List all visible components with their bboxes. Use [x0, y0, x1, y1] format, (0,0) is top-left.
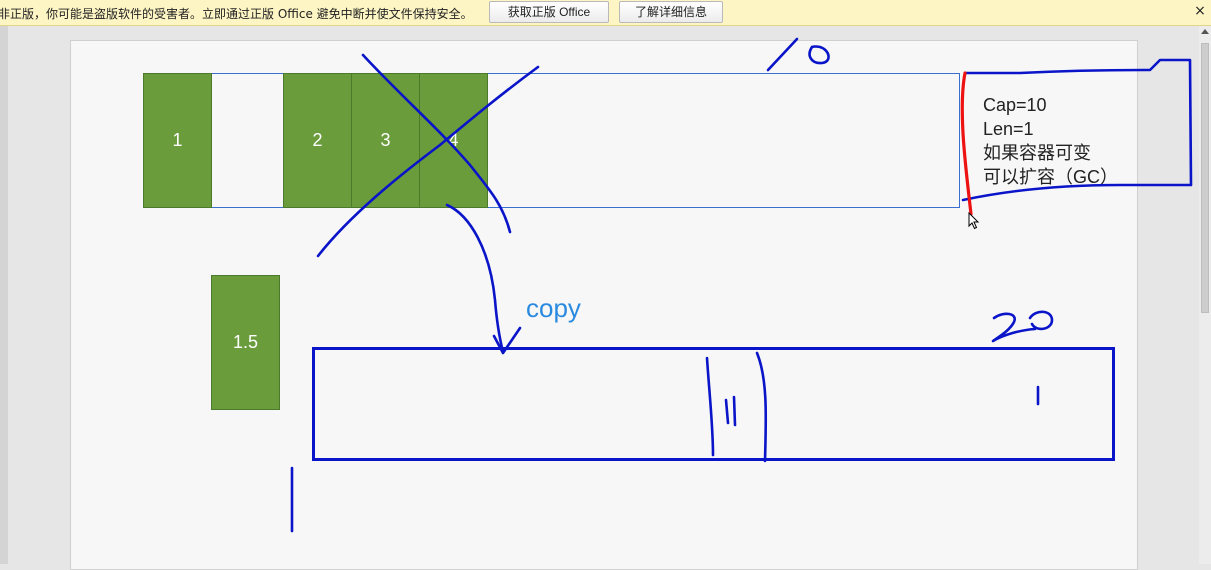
- learn-more-button[interactable]: 了解详细信息: [619, 1, 723, 23]
- array-cell-3[interactable]: 3: [351, 73, 420, 208]
- notification-message: 非正版，你可能是盗版软件的受害者。立即通过正版 Office 避免中断并使文件保…: [0, 7, 473, 21]
- vertical-scrollbar[interactable]: [1199, 26, 1211, 564]
- variable-container-line: 如果容器可变: [983, 143, 1091, 163]
- array-container[interactable]: [143, 73, 960, 208]
- capacity-info-text[interactable]: Cap=10 Len=1 如果容器可变 可以扩容（GC）: [983, 93, 1118, 189]
- array-cell-2[interactable]: 2: [283, 73, 352, 208]
- new-array-box: [312, 347, 1115, 461]
- scrollbar-thumb[interactable]: [1201, 43, 1209, 313]
- mouse-cursor-icon: [968, 212, 980, 230]
- scroll-up-icon[interactable]: [1201, 29, 1209, 34]
- array-cell-4[interactable]: 4: [419, 73, 488, 208]
- len-line: Len=1: [983, 119, 1034, 139]
- moved-cell[interactable]: 1.5: [211, 275, 280, 410]
- array-cell-1[interactable]: 1: [143, 73, 212, 208]
- cap-line: Cap=10: [983, 95, 1047, 115]
- get-genuine-office-button[interactable]: 获取正版 Office: [489, 1, 609, 23]
- close-icon[interactable]: ×: [1194, 3, 1206, 19]
- left-panel-edge: [0, 26, 8, 564]
- expand-gc-line: 可以扩容（GC）: [983, 167, 1118, 187]
- notification-bar: 非正版，你可能是盗版软件的受害者。立即通过正版 Office 避免中断并使文件保…: [0, 0, 1211, 26]
- copy-label: copy: [526, 293, 581, 323]
